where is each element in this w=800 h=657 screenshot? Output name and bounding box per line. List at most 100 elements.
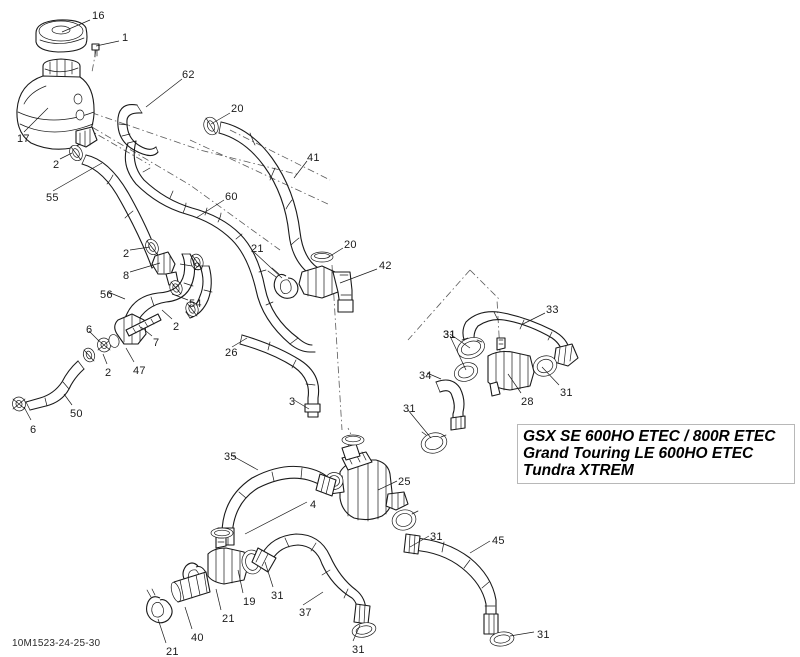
bolt-1 xyxy=(91,43,100,58)
hose-34 xyxy=(435,379,466,431)
leader-line-6 xyxy=(88,330,100,342)
callout-number-19: 19 xyxy=(243,596,256,608)
clamp-2-hose55 xyxy=(69,144,83,162)
callout-number-42: 42 xyxy=(379,260,392,272)
leader-line-40 xyxy=(184,606,193,630)
clamp-2-lower-left xyxy=(82,347,96,363)
tee-fitting-8 xyxy=(145,238,204,296)
hose-60 xyxy=(124,140,316,353)
leader-line-1 xyxy=(95,40,120,47)
assembly-phantom-lines xyxy=(61,22,501,463)
callout-number-25: 25 xyxy=(398,476,411,488)
leader-line-21 xyxy=(253,251,283,279)
leader-line-2 xyxy=(129,246,151,251)
callout-number-8: 8 xyxy=(123,270,130,282)
thermostat-housing-25 xyxy=(324,434,419,531)
leader-line-7 xyxy=(140,326,153,337)
clamp-31-mid xyxy=(420,431,448,454)
callout-number-20: 20 xyxy=(231,103,244,115)
leader-line-31 xyxy=(449,333,471,349)
callout-number-2: 2 xyxy=(194,261,201,273)
leader-line-6 xyxy=(23,406,32,421)
callout-number-33: 33 xyxy=(546,304,559,316)
leader-line-2 xyxy=(179,263,193,267)
leader-line-2 xyxy=(161,309,173,320)
clip-3 xyxy=(304,403,321,413)
leader-line-3 xyxy=(293,399,310,410)
bolt-7 xyxy=(125,313,162,337)
leader-line-50 xyxy=(63,393,73,406)
leader-line-31 xyxy=(264,561,274,588)
callout-number-50: 50 xyxy=(70,408,83,420)
callout-number-2: 2 xyxy=(53,159,60,171)
leader-line-21 xyxy=(215,588,222,611)
callout-number-45: 45 xyxy=(492,535,505,547)
model-line-1: GSX SE 600HO ETEC / 800R ETEC xyxy=(523,428,776,445)
leader-line-31 xyxy=(409,535,430,548)
clamp-31-housing-right xyxy=(391,509,419,531)
reservoir-tank-assembly xyxy=(16,19,100,150)
callout-number-34: 34 xyxy=(419,370,432,382)
washer-6-hose50-end xyxy=(12,396,26,412)
hose-26 xyxy=(239,334,321,418)
washer-6-cluster xyxy=(97,334,120,353)
callout-number-31: 31 xyxy=(443,329,456,341)
leader-line-4 xyxy=(244,501,308,535)
leader-line-33 xyxy=(522,312,546,325)
callout-number-2: 2 xyxy=(105,367,112,379)
clamp-20-upper xyxy=(203,116,219,136)
sleeve-40 xyxy=(145,571,211,624)
leader-line-25 xyxy=(377,480,398,491)
callout-number-41: 41 xyxy=(307,152,320,164)
callout-number-47: 47 xyxy=(133,365,146,377)
callout-number-62: 62 xyxy=(182,69,195,81)
clamp-31-hose37 xyxy=(351,622,377,638)
leader-line-47 xyxy=(125,347,135,363)
leader-line-17 xyxy=(23,107,49,133)
leader-line-42 xyxy=(339,268,378,284)
model-application-box: GSX SE 600HO ETEC / 800R ETEC Grand Tour… xyxy=(517,424,795,484)
leader-line-21 xyxy=(157,618,167,644)
leader-line-20 xyxy=(210,112,231,125)
document-number: 10M1523-24-25-30 xyxy=(12,638,101,649)
model-line-2: Grand Touring LE 600HO ETEC xyxy=(523,445,754,462)
callout-number-21: 21 xyxy=(222,613,235,625)
callout-number-6: 6 xyxy=(30,424,37,436)
callout-number-31: 31 xyxy=(430,531,443,543)
callout-number-31: 31 xyxy=(352,644,365,656)
leader-line-31 xyxy=(407,409,432,439)
hose-35 xyxy=(217,465,337,546)
callout-number-21: 21 xyxy=(166,646,179,657)
callout-number-2: 2 xyxy=(173,321,180,333)
clamp-31-right-c xyxy=(532,355,558,377)
callout-number-56: 56 xyxy=(100,289,113,301)
callout-number-54: 54 xyxy=(189,298,202,310)
leader-line-60 xyxy=(195,199,225,219)
callout-number-1: 1 xyxy=(122,32,129,44)
hose-45 xyxy=(403,533,515,647)
leader-line-62 xyxy=(145,78,183,108)
oring-top-housing xyxy=(341,434,365,446)
callout-number-35: 35 xyxy=(224,451,237,463)
elbow-fitting-42 xyxy=(267,251,354,313)
callout-number-31: 31 xyxy=(443,329,456,341)
hose-50 xyxy=(12,360,85,412)
clamp-2-tee-upper xyxy=(145,238,159,256)
leader-line-26 xyxy=(231,337,248,348)
fitting-cluster-47 xyxy=(82,301,199,363)
leader-line-31 xyxy=(352,624,361,642)
leader-line-37 xyxy=(302,591,324,606)
callout-number-16: 16 xyxy=(92,10,105,22)
callout-number-7: 7 xyxy=(153,337,160,349)
leader-line-35 xyxy=(230,454,259,471)
hose-62 xyxy=(117,103,159,157)
leader-line-2 xyxy=(102,353,108,365)
callout-number-31: 31 xyxy=(560,387,573,399)
leader-line-45 xyxy=(469,540,491,554)
leader-line-31 xyxy=(509,631,535,637)
callout-number-2: 2 xyxy=(123,248,130,260)
leader-line-2 xyxy=(59,152,73,160)
leader-line-28 xyxy=(507,373,522,394)
callout-number-28: 28 xyxy=(521,396,534,408)
